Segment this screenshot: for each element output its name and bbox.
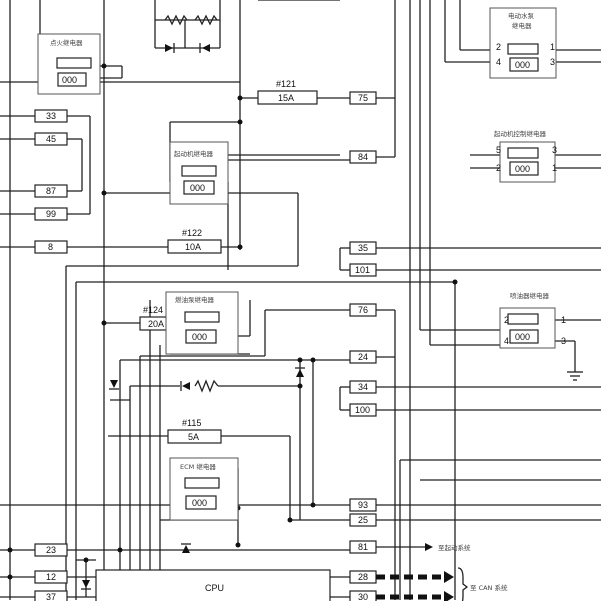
relay-water-pump: 电动水泵 继电器 000 2 4 1 3 — [489, 7, 557, 79]
coil-text: 000 — [192, 332, 207, 342]
pin-label: 81 — [358, 542, 368, 552]
fuse-121-value: 15A — [278, 93, 294, 103]
pin-label: 24 — [358, 352, 368, 362]
cpu-block: CPU — [95, 569, 331, 601]
relay-pin: 4 — [504, 336, 509, 346]
relay-starter-control-label: 起动机控制继电器 — [494, 129, 547, 138]
pin-label: 75 — [358, 93, 368, 103]
relay-pin: 2 — [496, 163, 501, 173]
fuse-122: #122 10A — [167, 228, 222, 254]
pin-label: 35 — [358, 243, 368, 253]
relay-ignition-label: 点火继电器 — [50, 38, 83, 47]
ground-icon — [567, 371, 583, 381]
relay-ecm: ECM 继电器 000 — [169, 457, 239, 521]
relay-pin: 4 — [496, 57, 501, 67]
fuse-124-value: 20A — [148, 319, 164, 329]
diode-icon — [81, 43, 305, 590]
arrow-right-icon — [444, 591, 454, 601]
relay-fuel-pump: 燃油泵继电器 000 — [165, 291, 239, 355]
resistor-icon — [164, 14, 219, 393]
coil-text: 000 — [515, 164, 530, 174]
pin-label: 87 — [46, 186, 56, 196]
relay-starter: 起动机继电器 000 — [169, 141, 229, 205]
relay-pin: 1 — [550, 42, 555, 52]
relay-injector: 喷油器继电器 000 2 4 1 3 — [499, 291, 566, 349]
relay-pin: 2 — [504, 315, 509, 325]
relay-pin: 5 — [496, 145, 501, 155]
pin-label: 100 — [355, 405, 370, 415]
coil-text: 000 — [190, 183, 205, 193]
fuse-121-label: #121 — [276, 79, 296, 89]
pin-label: 34 — [358, 382, 368, 392]
brace-icon — [457, 567, 469, 601]
right-pins: 75 84 35 101 76 24 34 100 93 25 81 28 30 — [349, 91, 377, 601]
fuse-115-value: 5A — [188, 432, 199, 442]
coil-text: 000 — [192, 498, 207, 508]
pin-label: 33 — [46, 111, 56, 121]
relay-pin: 1 — [561, 315, 566, 325]
coil-text: 000 — [515, 332, 530, 342]
fuse-115: #115 5A — [167, 418, 222, 444]
start-system-arrow: 至起动系统 — [425, 543, 471, 552]
pin-label: 28 — [358, 572, 368, 582]
to-start-system-label: 至起动系统 — [438, 543, 471, 552]
pin-label: 12 — [46, 572, 56, 582]
pin-label: 25 — [358, 515, 368, 525]
arrow-right-icon — [425, 543, 433, 551]
relay-pin: 2 — [496, 42, 501, 52]
relay-water-pump-label-1: 电动水泵 — [508, 11, 535, 20]
relay-water-pump-label-2: 继电器 — [512, 21, 532, 30]
relay-pin: 3 — [550, 57, 555, 67]
fuse-122-label: #122 — [182, 228, 202, 238]
arrow-right-icon — [444, 571, 454, 583]
relay-fuel-pump-label: 燃油泵继电器 — [175, 295, 215, 304]
relay-starter-control: 起动机控制继电器 000 5 2 3 1 — [494, 129, 557, 183]
cpu-label: CPU — [205, 583, 224, 593]
can-bus-lines: 至 CAN 系统 — [376, 567, 508, 601]
fuse-124-label: #124 — [143, 305, 163, 315]
relay-starter-label: 起动机继电器 — [174, 149, 214, 158]
pin-label: 30 — [358, 592, 368, 601]
pin-label: 93 — [358, 500, 368, 510]
relay-ignition: 点火继电器 000 — [37, 33, 101, 95]
left-pins: 33 45 87 99 8 23 12 37 — [34, 109, 68, 601]
pin-label: 8 — [48, 242, 53, 252]
relay-pin: 1 — [552, 163, 557, 173]
relay-ecm-label: ECM 继电器 — [180, 462, 216, 471]
pin-label: 84 — [358, 152, 368, 162]
coil-text: 000 — [515, 60, 530, 70]
pin-label: 101 — [355, 265, 370, 275]
pin-label: 99 — [46, 209, 56, 219]
relay-injector-label: 喷油器继电器 — [510, 291, 550, 300]
pin-label: 23 — [46, 545, 56, 555]
to-can-system-label: 至 CAN 系统 — [470, 583, 508, 592]
fuse-115-label: #115 — [182, 418, 201, 428]
pin-label: 37 — [46, 592, 56, 601]
coil-text: 000 — [62, 75, 77, 85]
relay-pin: 3 — [561, 336, 566, 346]
fuse-122-value: 10A — [185, 242, 201, 252]
pin-label: 76 — [358, 305, 368, 315]
pin-label: 45 — [46, 134, 56, 144]
fuse-121: #121 15A — [257, 79, 318, 105]
relay-pin: 3 — [552, 145, 557, 155]
